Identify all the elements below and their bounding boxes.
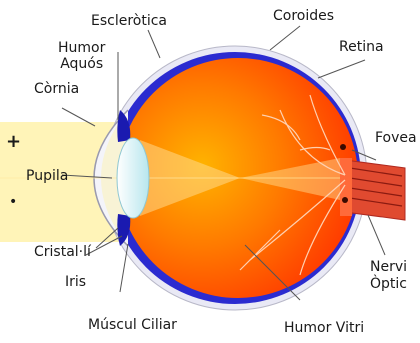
label-humor-aquos: Humor Aquós bbox=[58, 41, 105, 71]
label-nervi-optic-line1: Nervi bbox=[370, 260, 407, 274]
label-nervi-optic: Nervi Òptic bbox=[370, 260, 407, 291]
label-humor-vitri: Humor Vitri bbox=[284, 321, 364, 335]
label-nervi-optic-line2: Òptic bbox=[370, 277, 407, 291]
label-cristal-li: Cristal·lí bbox=[34, 245, 91, 259]
dot-marker: • bbox=[9, 195, 17, 209]
label-humor-aquos-line1: Humor bbox=[58, 41, 105, 55]
fovea bbox=[340, 144, 346, 150]
label-pupila: Pupila bbox=[26, 169, 68, 183]
label-esclerotica: Escleròtica bbox=[91, 14, 167, 28]
lens bbox=[117, 138, 149, 218]
label-retina: Retina bbox=[339, 40, 384, 54]
label-coroides: Coroides bbox=[273, 9, 334, 23]
label-cornia: Còrnia bbox=[34, 82, 79, 96]
label-muscul-ciliar: Múscul Ciliar bbox=[88, 318, 177, 332]
label-iris: Iris bbox=[65, 275, 86, 289]
plus-marker: + bbox=[6, 133, 21, 151]
label-fovea: Fovea bbox=[375, 131, 417, 145]
label-humor-aquos-line2: Aquós bbox=[58, 57, 105, 71]
